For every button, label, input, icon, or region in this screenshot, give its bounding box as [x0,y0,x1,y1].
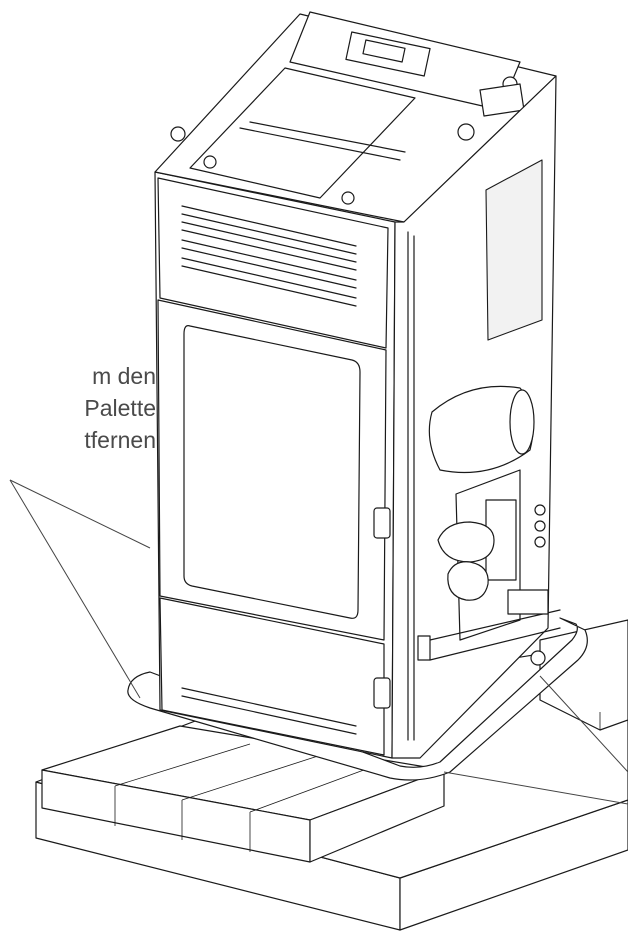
callout-text-line-2: Palette [84,395,156,421]
callout-text-line-1: m den [92,363,156,389]
stove-front [154,171,396,759]
base-tray [127,617,588,781]
stove-side-open [391,75,561,759]
stove-top [154,11,557,223]
leader-lines [9,479,628,805]
callout-text-line-3: tfernen [84,427,156,453]
